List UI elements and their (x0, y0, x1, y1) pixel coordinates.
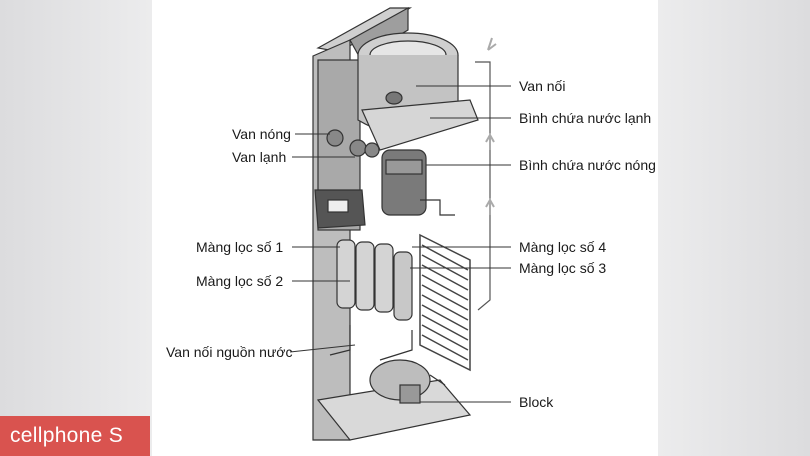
background-left (0, 0, 152, 456)
filter-1 (336, 239, 356, 309)
filter-2 (355, 241, 375, 311)
label-mang-loc-so-1: Màng lọc số 1 (196, 239, 284, 255)
cold-valve-knob (349, 139, 367, 157)
cellphones-logo: cellphone S (0, 416, 150, 456)
label-mang-loc-so-4: Màng lọc số 4 (519, 239, 607, 255)
label-binh-chua-nuoc-nong: Bình chứa nước nóng (519, 157, 656, 173)
background-right (658, 0, 810, 456)
label-van-noi: Van nối (519, 78, 566, 94)
filter-4 (393, 251, 413, 321)
label-van-lanh: Van lạnh (232, 149, 287, 165)
condenser-coil (419, 233, 471, 372)
filter-3 (374, 243, 394, 313)
flow-line (475, 61, 491, 311)
hot-valve-knob (326, 129, 344, 147)
label-van-noi-nguon-nuoc: Van nối nguồn nước (166, 344, 293, 360)
cold-tank-shelf (361, 99, 479, 151)
label-van-nong: Van nóng (232, 126, 291, 142)
label-mang-loc-so-2: Màng lọc số 2 (196, 273, 284, 289)
label-mang-loc-so-3: Màng lọc số 3 (519, 260, 607, 276)
label-block: Block (519, 394, 554, 410)
label-binh-chua-nuoc-lanh: Bình chứa nước lạnh (519, 110, 652, 126)
